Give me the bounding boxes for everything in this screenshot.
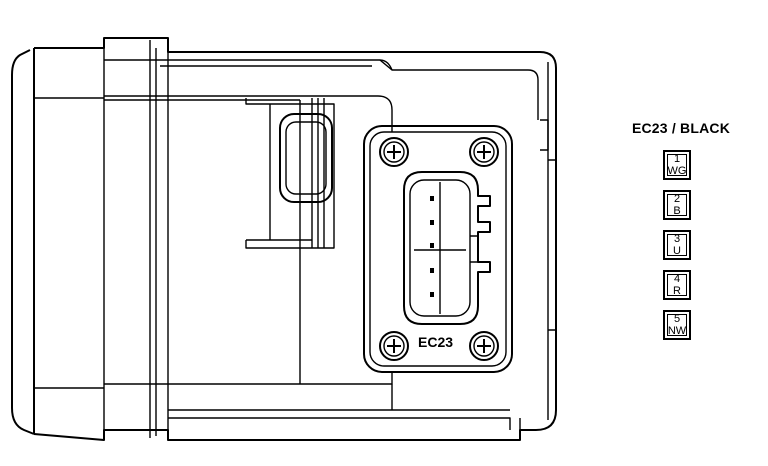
pin-wire-color: WG	[667, 165, 687, 177]
pin-wire-color: B	[673, 205, 681, 217]
pin-box-5: 5 NW	[663, 310, 691, 340]
pin-wire-color: NW	[667, 325, 687, 337]
screw-icon-bottom-right	[469, 331, 499, 361]
pin-number: 4	[673, 273, 681, 285]
face-plate	[363, 125, 513, 373]
pin-box-4: 4 R	[663, 270, 691, 300]
screw-icon-bottom-left	[379, 331, 409, 361]
pin-box-2: 2 B	[663, 190, 691, 220]
screw-icon-top-right	[469, 137, 499, 167]
pin-number: 1	[673, 153, 681, 165]
pin-cavity	[430, 292, 434, 297]
pin-number: 3	[673, 233, 681, 245]
pin-box-1: 1 WG	[663, 150, 691, 180]
housing-label: EC23	[418, 334, 453, 350]
pin-box-3: 3 U	[663, 230, 691, 260]
housing-end-cap	[11, 48, 104, 435]
latch-clip	[245, 98, 335, 249]
pin-cavity	[430, 220, 434, 225]
pin-cavity	[430, 243, 434, 248]
pin-wire-color: R	[673, 285, 681, 297]
connector-title: EC23 / BLACK	[631, 120, 731, 136]
pin-cavity	[430, 196, 434, 201]
screw-icon-top-left	[379, 137, 409, 167]
pin-wire-color: U	[673, 245, 681, 257]
pin-number: 5	[673, 313, 681, 325]
pin-number: 2	[673, 193, 681, 205]
pin-cavity	[430, 268, 434, 273]
housing-body	[33, 37, 557, 441]
plug-socket	[403, 171, 491, 325]
